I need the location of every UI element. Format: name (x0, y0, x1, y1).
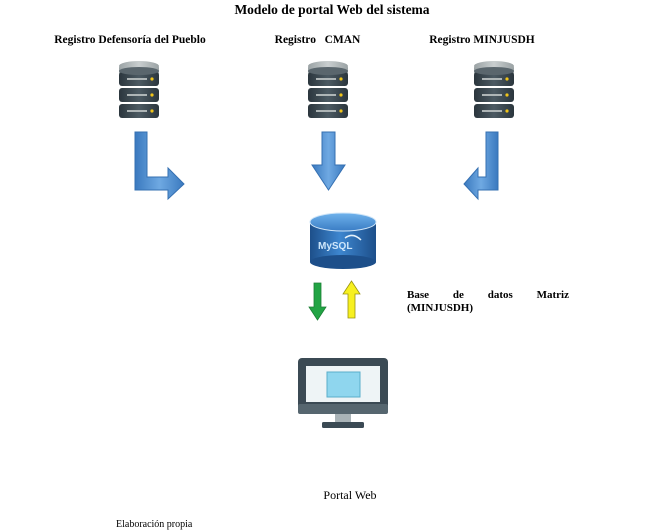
registry-label-defensoria: Registro Defensoría del Pueblo (54, 34, 206, 46)
central-db-label-line1: Base de datos Matriz (407, 289, 569, 301)
mysql-database-icon: MySQL (309, 212, 377, 269)
database-server-icon (119, 61, 159, 118)
registry-label-cman: Registro CMAN (274, 34, 361, 46)
page-title: Modelo de portal Web del sistema (234, 2, 430, 17)
source-credit: Elaboración propia (116, 519, 193, 530)
database-server-icon (308, 61, 348, 118)
registry-label-minjusdh: Registro MINJUSDH (429, 34, 535, 46)
down-arrow-icon (311, 131, 346, 191)
central-db-label: Base de datos Matriz (MINJUSDH) (407, 289, 569, 315)
yellow-up-arrow-icon (342, 280, 361, 319)
bent-arrow-right-icon (134, 131, 185, 201)
database-server-icon (474, 61, 514, 118)
mysql-logo-text: MySQL (318, 241, 352, 252)
green-down-arrow-icon (308, 282, 327, 321)
portal-label: Portal Web (323, 488, 377, 502)
computer-monitor-icon (298, 358, 388, 428)
bent-arrow-left-icon (463, 131, 499, 201)
central-db-label-line2: (MINJUSDH) (407, 302, 473, 314)
